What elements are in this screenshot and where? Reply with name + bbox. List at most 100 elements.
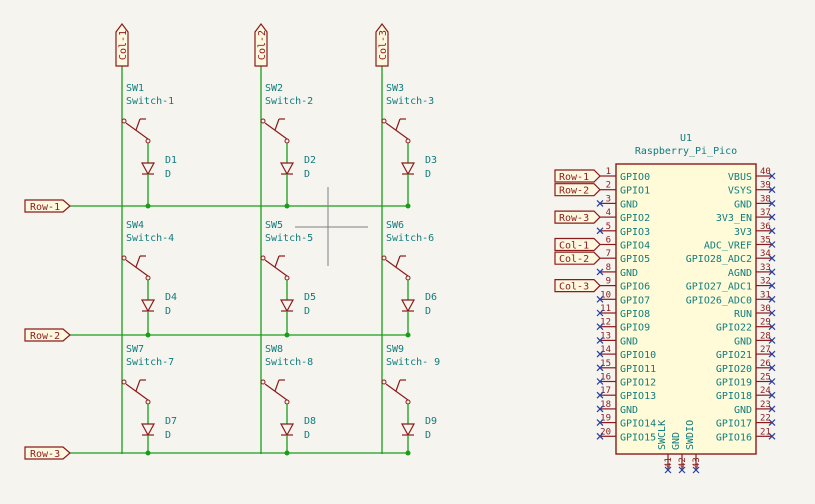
diode-d5[interactable]: D5D [279,292,316,317]
pico-reference: U1 [680,133,692,144]
pin-number: 29 [760,318,771,328]
pin-name: GPIO4 [620,241,650,252]
switch-terminal [260,255,266,261]
junction-dot [405,203,411,209]
pin-name: GPIO2 [620,213,650,224]
switch-terminal [121,379,127,385]
label-text: Row-1 [559,172,589,183]
pin-global-label[interactable]: Row-1 [554,169,601,183]
pin-name: GPIO7 [620,295,650,306]
diode-body [140,423,156,437]
global-label-row-3[interactable]: Row-3 [24,446,71,460]
global-label-col-3[interactable]: Col-3 [375,23,389,67]
pin-number: 39 [760,181,771,191]
switch-terminal [381,255,387,261]
no-connect-flag [768,350,776,358]
switch-terminal [284,138,290,144]
pin-number: 3 [606,194,611,204]
pin-name: GPIO14 [620,419,656,430]
no-connect-flag [768,172,776,180]
pin-number: 9 [606,277,611,287]
pin-name: AGND [728,268,752,279]
label-text: Col-1 [559,241,589,252]
diode-body [140,162,156,176]
no-connect-flag [596,309,604,317]
switch-reference: SW9 [386,344,404,355]
junction-dot [145,203,151,209]
label-outline [554,169,601,183]
diode-d4[interactable]: D4D [140,292,177,317]
pin-name: GPIO11 [620,364,656,375]
pin-number: 4 [606,208,611,218]
global-label-row-1[interactable]: Row-1 [24,199,71,213]
diode-d6[interactable]: D6D [400,292,437,317]
global-label-col-1[interactable]: Col-1 [115,23,129,67]
pin-number: 36 [760,222,771,232]
no-connect-flag [768,213,776,221]
pin-name: GPIO21 [716,350,752,361]
pin-number: 33 [760,263,771,273]
diode-d1[interactable]: D1D [140,155,177,180]
switch-value: Switch-2 [265,96,313,107]
diode-d7[interactable]: D7D [140,416,177,441]
switch-reference: SW1 [126,83,144,94]
diode-body [400,299,416,313]
global-label-row-2[interactable]: Row-2 [24,328,71,342]
switch-value: Switch-4 [126,233,174,244]
diode-d8[interactable]: D8D [279,416,316,441]
pin-number: 7 [606,249,611,259]
pin-global-label[interactable]: Row-3 [554,210,601,224]
switch-actuator [274,379,280,392]
no-connect-flag [768,391,776,399]
diode-body [140,299,156,313]
diode-d3[interactable]: D3D [400,155,437,180]
diode-reference: D4 [165,292,177,303]
switch-terminal [145,399,151,405]
global-label-col-2[interactable]: Col-2 [254,23,268,67]
pin-global-label[interactable]: Col-2 [554,251,601,265]
switch-lever [125,259,149,277]
pin-number: 31 [760,290,771,300]
pin-number: 18 [600,400,611,410]
pin-name: GPIO17 [716,419,752,430]
pin-number: 24 [760,386,771,396]
no-connect-flag [768,336,776,344]
label-text: Row-2 [559,186,589,197]
diode-d9[interactable]: D9D [400,416,437,441]
no-connect-flag [768,364,776,372]
pin-name: VSYS [728,186,752,197]
pin-number: 13 [600,331,611,341]
switch-lever [125,122,149,140]
pin-name: GPIO16 [716,432,752,443]
no-connect-flag [768,323,776,331]
label-outline [115,23,129,67]
switch-terminal [284,399,290,405]
pin-number: 38 [760,194,771,204]
pin-number: 40 [760,167,771,177]
no-connect-flag [664,466,672,474]
pin-number: 41 [664,457,674,468]
pin-global-label[interactable]: Col-1 [554,237,601,252]
pin-name: GPIO27_ADC1 [686,282,752,293]
no-connect-flag [596,323,604,331]
diode-value: D [304,169,310,180]
diode-value: D [304,306,310,317]
pin-global-label[interactable]: Col-3 [554,279,601,293]
pin-global-label[interactable]: Row-2 [554,183,601,197]
pin-name: GPIO9 [620,323,650,334]
pin-number: 37 [760,208,771,218]
label-text: Row-1 [30,202,60,213]
pin-number: 12 [600,318,611,328]
diode-d2[interactable]: D2D [279,155,316,180]
